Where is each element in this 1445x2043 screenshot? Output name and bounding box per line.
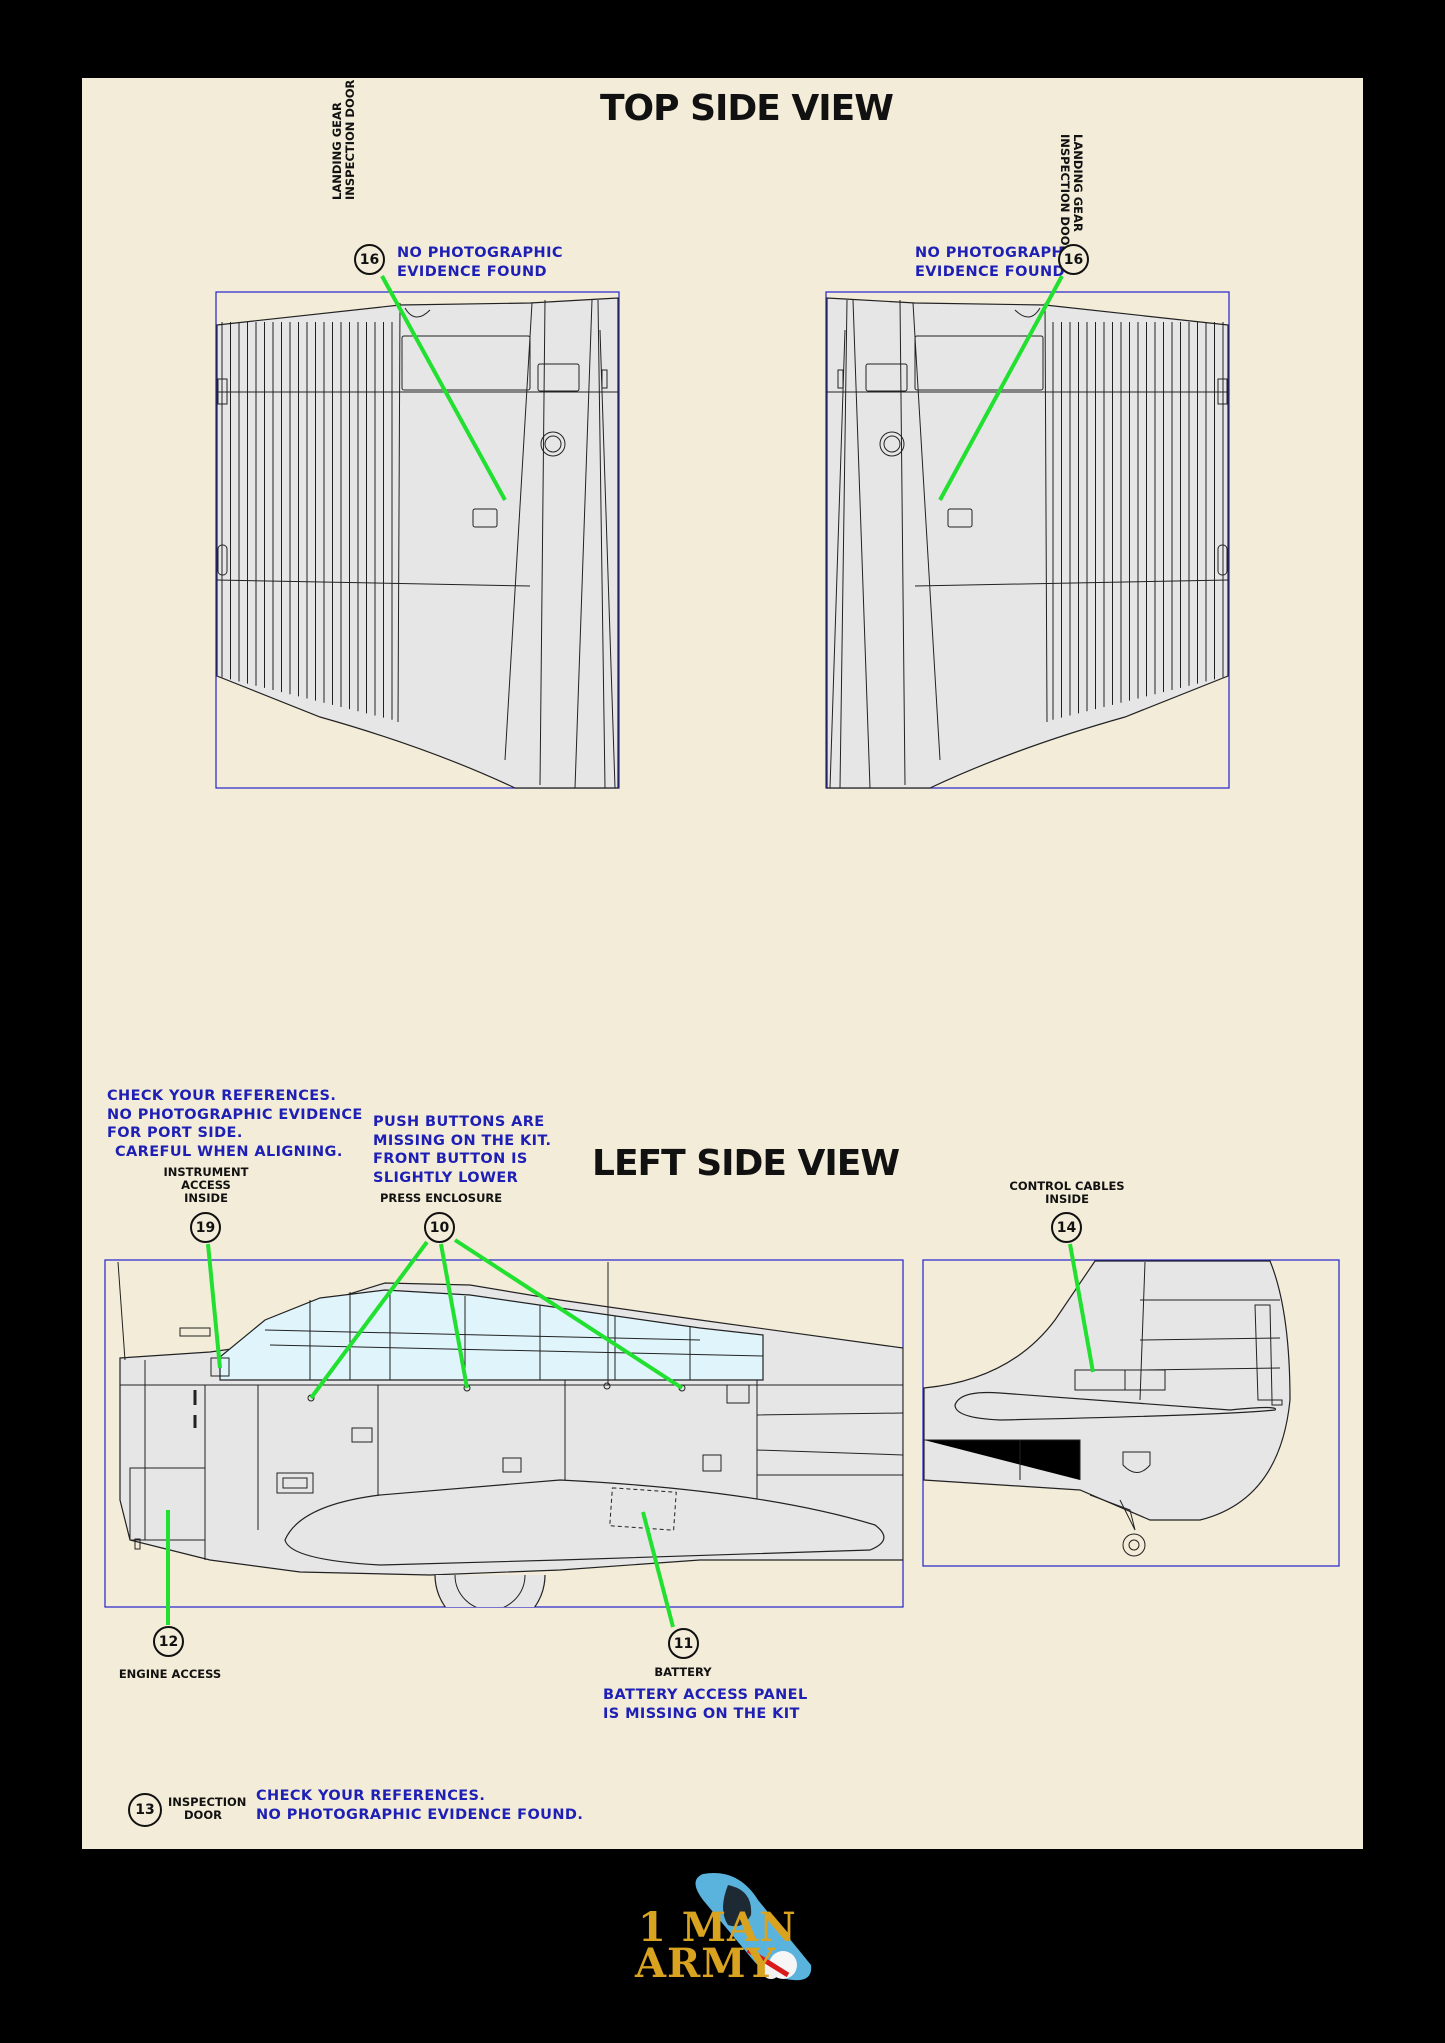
callout-10-note-line3: FRONT BUTTON IS: [373, 1151, 528, 1167]
callout-14-label: CONTROL CABLES INSIDE: [1007, 1180, 1127, 1206]
callout-19-marker: 19: [190, 1212, 221, 1243]
legend-13-label-line2: DOOR: [184, 1808, 222, 1822]
side-view-title: LEFT SIDE VIEW: [592, 1143, 900, 1184]
callout-19-label-line3: INSIDE: [184, 1191, 228, 1205]
legend-13-label: INSPECTION DOOR: [168, 1795, 247, 1822]
top-left-wing-drawing: [215, 291, 620, 789]
callout-11-label: BATTERY: [654, 1665, 712, 1679]
callout-16-right-marker: 16: [1058, 244, 1089, 275]
one-man-army-logo: 1 MAN ARMY: [633, 1870, 813, 1990]
legend-13-label-line1: INSPECTION: [168, 1795, 247, 1809]
callout-16-left-label-line2: INSPECTION DOOR: [343, 79, 357, 200]
callout-16-left-note-line1: NO PHOTOGRAPHIC: [397, 245, 563, 261]
callout-16-right-note: NO PHOTOGRAPHIC EVIDENCE FOUND: [915, 244, 1081, 281]
callout-19-note-line3: FOR PORT SIDE.: [107, 1125, 243, 1141]
callout-19-label: INSTRUMENT ACCESS INSIDE: [156, 1166, 256, 1205]
callout-16-right-label: LANDING GEAR INSPECTION DOOR: [1058, 134, 1085, 255]
callout-19-label-line1: INSTRUMENT: [163, 1165, 249, 1179]
callout-14-marker: 14: [1051, 1212, 1082, 1243]
top-view-title: TOP SIDE VIEW: [600, 88, 894, 129]
leader-lines: [166, 275, 1095, 1628]
callout-14-label-line1: CONTROL CABLES: [1009, 1179, 1125, 1193]
callout-16-left-label: LANDING GEAR INSPECTION DOOR: [330, 79, 357, 200]
logo-line1: 1 MAN: [638, 1904, 797, 1951]
callout-16-right-label-line1: LANDING GEAR: [1071, 134, 1085, 232]
callout-19-label-line2: ACCESS: [181, 1178, 231, 1192]
callout-16-left-marker: 16: [354, 244, 385, 275]
callout-11-note-line1: BATTERY ACCESS PANEL: [603, 1687, 808, 1703]
callout-14-label-line2: INSIDE: [1045, 1192, 1089, 1206]
side-tail-drawing: [922, 1259, 1340, 1567]
callout-10-label: PRESS ENCLOSURE: [380, 1191, 503, 1205]
side-fuselage-drawing: [104, 1259, 904, 1608]
callout-10-note-line2: MISSING ON THE KIT.: [373, 1132, 552, 1149]
callout-16-right-label-line2: INSPECTION DOOR: [1058, 134, 1072, 255]
callout-16-left-note: NO PHOTOGRAPHIC EVIDENCE FOUND: [397, 244, 563, 281]
callout-19-note-line1: CHECK YOUR REFERENCES.: [107, 1088, 337, 1104]
callout-11-marker: 11: [668, 1628, 699, 1659]
callout-12-marker: 12: [153, 1626, 184, 1657]
callout-19-note-line2: NO PHOTOGRAPHIC EVIDENCE: [107, 1106, 363, 1123]
callout-10-note: PUSH BUTTONS ARE MISSING ON THE KIT. FRO…: [373, 1113, 551, 1187]
logo-line2: ARMY: [635, 1940, 777, 1987]
callout-11-note-line2: IS MISSING ON THE KIT: [603, 1705, 800, 1722]
legend-13-note: CHECK YOUR REFERENCES. NO PHOTOGRAPHIC E…: [256, 1787, 583, 1824]
legend-13-note-line2: NO PHOTOGRAPHIC EVIDENCE FOUND.: [256, 1806, 584, 1823]
top-right-wing-drawing: [825, 291, 1230, 789]
callout-16-right-note-line2: EVIDENCE FOUND: [915, 263, 1065, 280]
callout-16-right-note-line1: NO PHOTOGRAPHIC: [915, 245, 1081, 261]
callout-10-note-line4: SLIGHTLY LOWER: [373, 1169, 519, 1186]
callout-10-note-line1: PUSH BUTTONS ARE: [373, 1114, 545, 1130]
callout-19-note: CHECK YOUR REFERENCES. NO PHOTOGRAPHIC E…: [107, 1087, 363, 1161]
callout-11-note: BATTERY ACCESS PANEL IS MISSING ON THE K…: [603, 1686, 808, 1723]
legend-13-marker: 13: [128, 1793, 162, 1827]
logo-emblem-icon: [695, 1873, 812, 1981]
legend-13-note-line1: CHECK YOUR REFERENCES.: [256, 1788, 486, 1804]
callout-19-note-line4: CAREFUL WHEN ALIGNING.: [115, 1143, 343, 1160]
callout-12-label: ENGINE ACCESS: [118, 1667, 222, 1681]
callout-16-left-note-line2: EVIDENCE FOUND: [397, 263, 547, 280]
callout-10-marker: 10: [424, 1212, 455, 1243]
